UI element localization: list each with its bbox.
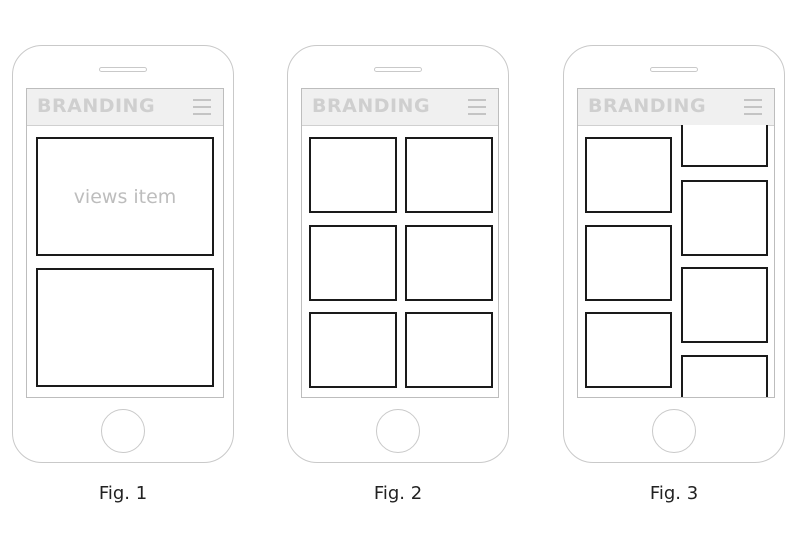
home-button[interactable] xyxy=(376,409,420,453)
grid-item[interactable] xyxy=(309,312,397,388)
hamburger-menu-icon[interactable] xyxy=(744,99,762,115)
grid-item[interactable] xyxy=(309,225,397,301)
hamburger-menu-icon[interactable] xyxy=(468,99,486,115)
figure-caption-1: Fig. 1 xyxy=(98,483,148,504)
header-bar: BRANDING xyxy=(302,89,498,126)
grid-item[interactable] xyxy=(405,312,493,388)
brand-logo: BRANDING xyxy=(37,95,156,117)
views-item-1[interactable]: views item xyxy=(36,137,214,256)
speaker-slot xyxy=(374,67,422,72)
home-button[interactable] xyxy=(101,409,145,453)
phone-mockup-1: BRANDING views item xyxy=(12,45,234,463)
masonry-item[interactable] xyxy=(585,137,672,213)
header-bar: BRANDING xyxy=(578,89,774,126)
home-button[interactable] xyxy=(652,409,696,453)
grid-item[interactable] xyxy=(405,225,493,301)
views-item-label: views item xyxy=(73,185,177,208)
phone-screen-1: BRANDING views item xyxy=(26,88,224,398)
masonry-item[interactable] xyxy=(681,180,768,256)
grid-item[interactable] xyxy=(405,137,493,213)
masonry-item[interactable] xyxy=(585,312,672,388)
brand-logo: BRANDING xyxy=(312,95,431,117)
masonry-item-partial[interactable] xyxy=(681,125,768,167)
figure-caption-2: Fig. 2 xyxy=(373,483,423,504)
masonry-item[interactable] xyxy=(681,267,768,343)
speaker-slot xyxy=(650,67,698,72)
figure-caption-3: Fig. 3 xyxy=(649,483,699,504)
hamburger-menu-icon[interactable] xyxy=(193,99,211,115)
phone-mockup-2: BRANDING xyxy=(287,45,509,463)
phone-screen-2: BRANDING xyxy=(301,88,499,398)
speaker-slot xyxy=(99,67,147,72)
phone-screen-3: BRANDING xyxy=(577,88,775,398)
masonry-item-partial[interactable] xyxy=(681,355,768,397)
views-item-2[interactable] xyxy=(36,268,214,387)
header-bar: BRANDING xyxy=(27,89,223,126)
grid-item[interactable] xyxy=(309,137,397,213)
brand-logo: BRANDING xyxy=(588,95,707,117)
phone-mockup-3: BRANDING xyxy=(563,45,785,463)
masonry-item[interactable] xyxy=(585,225,672,301)
